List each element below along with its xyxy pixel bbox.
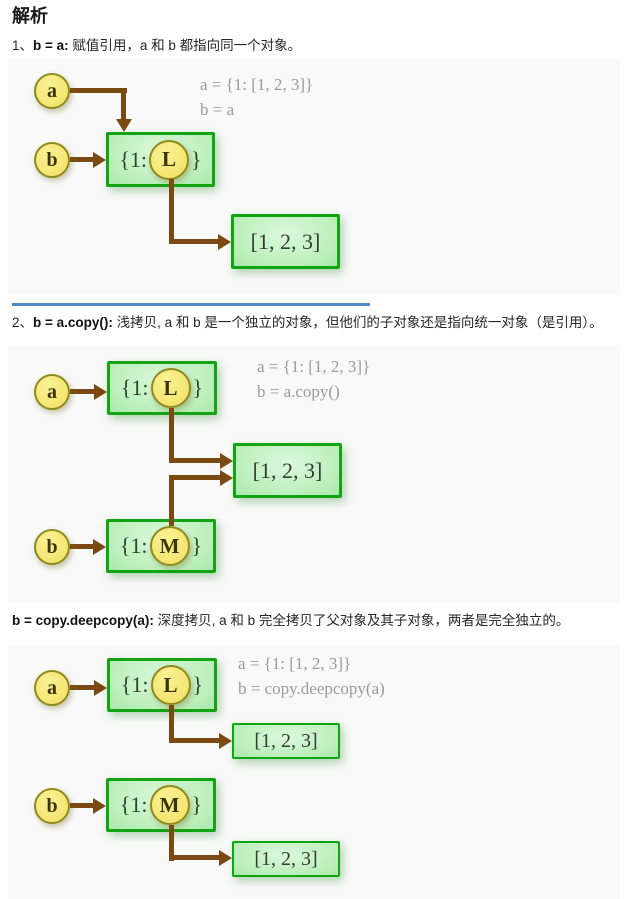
code-annotation: a = {1: [1, 2, 3]} b = a.copy() (257, 354, 370, 404)
ref-label-l: L (162, 147, 177, 171)
arrow-line-a-down (121, 88, 126, 120)
arrowhead-right-icon (93, 152, 106, 168)
var-label-b: b (46, 794, 58, 817)
dict-key-prefix: {1: (120, 375, 149, 400)
section-3-desc: 深度拷贝, a 和 b 完全拷贝了父对象及其子对象，两者是完全独立的。 (153, 613, 570, 628)
section-2-text: 2、b = a.copy(): 浅拷贝, a 和 b 是一个独立的对象，但他们的… (12, 314, 603, 332)
arrow-line-l-right (169, 738, 219, 743)
ref-label-l: L (163, 375, 178, 400)
var-label-a: a (47, 79, 57, 102)
dict-key-suffix: } (192, 375, 204, 400)
code-line-1: a = {1: [1, 2, 3]} (200, 75, 314, 94)
ref-label-l: L (163, 672, 178, 697)
code-annotation: a = {1: [1, 2, 3]} b = a (200, 72, 313, 122)
code-line-2: b = copy.deepcopy(a) (238, 679, 385, 698)
dict-key-prefix: {1: (120, 672, 149, 697)
arrow-line-l-right (169, 239, 218, 244)
arrow-line-b (70, 157, 94, 162)
arrowhead-right-icon (219, 850, 232, 866)
arrowhead-right-icon (93, 798, 106, 814)
code-line-2: b = a (200, 100, 235, 119)
var-label-a: a (47, 676, 57, 699)
ref-circle-m: M (149, 526, 190, 566)
ref-circle-m: M (149, 785, 190, 825)
list-value: [1, 2, 3] (254, 729, 318, 752)
ref-circle-l: L (150, 368, 191, 408)
dict-key-prefix: {1: (119, 146, 148, 172)
arrowhead-right-icon (94, 680, 107, 696)
var-label-a: a (47, 380, 57, 403)
section-1-code: b = a: (33, 38, 69, 53)
diagram-shallow-copy: a {1: L } [1, 2, 3] b {1: M } a = {1: [1… (8, 345, 620, 603)
section-1-text: 1、b = a: 赋值引用，a 和 b 都指向同一个对象。 (12, 37, 301, 55)
arrow-line-a (70, 685, 95, 690)
diagram-assignment: a b {1: L } [1, 2, 3] a = {1: [1, 2, 3]}… (8, 58, 620, 295)
arrow-line-m-right (169, 475, 220, 480)
arrow-line-m (169, 825, 174, 861)
arrow-line-l (169, 408, 174, 463)
arrowhead-right-icon (218, 234, 231, 250)
section-2-number: 2、 (12, 315, 34, 330)
dict-box: {1: L } (106, 132, 215, 187)
code-line-1: a = {1: [1, 2, 3]} (238, 654, 352, 673)
dict-key-suffix: } (191, 792, 203, 817)
section-3-code: b = copy.deepcopy(a): (12, 613, 154, 628)
arrowhead-right-icon (219, 733, 232, 749)
arrow-line-l (169, 179, 174, 244)
code-line-2: b = a.copy() (257, 382, 340, 401)
section-divider (12, 303, 370, 306)
ref-label-m: M (159, 533, 180, 558)
list-box: [1, 2, 3] (231, 214, 340, 269)
dict-key-prefix: {1: (119, 533, 148, 558)
dict-box-b: {1: M } (106, 778, 216, 832)
ref-circle-l: L (149, 139, 190, 180)
arrow-line-a (70, 88, 127, 93)
arrow-line-b (70, 544, 94, 549)
code-line-1: a = {1: [1, 2, 3]} (257, 357, 371, 376)
dict-box-a: {1: L } (107, 658, 217, 712)
arrowhead-down-icon (116, 119, 132, 132)
arrow-line-b (70, 803, 94, 808)
arrowhead-right-icon (94, 384, 107, 400)
var-circle-a: a (34, 374, 70, 410)
section-1-desc: 赋值引用，a 和 b 都指向同一个对象。 (68, 38, 302, 53)
ref-circle-l: L (150, 665, 191, 705)
arrow-line-l (169, 705, 174, 743)
var-circle-a: a (34, 73, 70, 109)
page-title: 解析 (12, 6, 48, 26)
list-box-shared: [1, 2, 3] (233, 443, 342, 498)
section-3-text: b = copy.deepcopy(a): 深度拷贝, a 和 b 完全拷贝了父… (12, 612, 569, 630)
ref-label-m: M (159, 792, 180, 817)
arrow-line-m-right (169, 855, 219, 860)
arrow-line-a (70, 389, 95, 394)
list-box-a: [1, 2, 3] (232, 723, 340, 759)
list-value: [1, 2, 3] (250, 228, 321, 254)
dict-key-prefix: {1: (119, 792, 148, 817)
list-value: [1, 2, 3] (254, 847, 318, 870)
var-circle-b: b (34, 142, 70, 178)
var-label-b: b (46, 535, 58, 558)
list-value: [1, 2, 3] (252, 457, 323, 483)
var-circle-b: b (34, 788, 70, 824)
dict-box-a: {1: L } (107, 361, 217, 415)
var-circle-b: b (34, 529, 70, 565)
arrowhead-right-icon (220, 470, 233, 486)
arrow-line-m (169, 475, 174, 526)
var-label-b: b (46, 148, 58, 171)
code-annotation: a = {1: [1, 2, 3]} b = copy.deepcopy(a) (238, 651, 385, 701)
section-2-desc: 浅拷贝, a 和 b 是一个独立的对象，但他们的子对象还是指向统一对象（是引用）… (112, 315, 603, 330)
list-box-b: [1, 2, 3] (232, 841, 340, 877)
section-2-code: b = a.copy(): (33, 315, 113, 330)
section-1-number: 1、 (12, 38, 34, 53)
diagram-deep-copy: a {1: L } [1, 2, 3] b {1: M } [1, 2, 3] (8, 645, 620, 899)
dict-key-suffix: } (191, 146, 202, 172)
dict-key-suffix: } (192, 672, 204, 697)
arrowhead-right-icon (220, 453, 233, 469)
dict-key-suffix: } (191, 533, 203, 558)
dict-box-b: {1: M } (106, 519, 216, 573)
arrow-line-l-right (169, 458, 220, 463)
var-circle-a: a (34, 670, 70, 706)
arrowhead-right-icon (93, 539, 106, 555)
